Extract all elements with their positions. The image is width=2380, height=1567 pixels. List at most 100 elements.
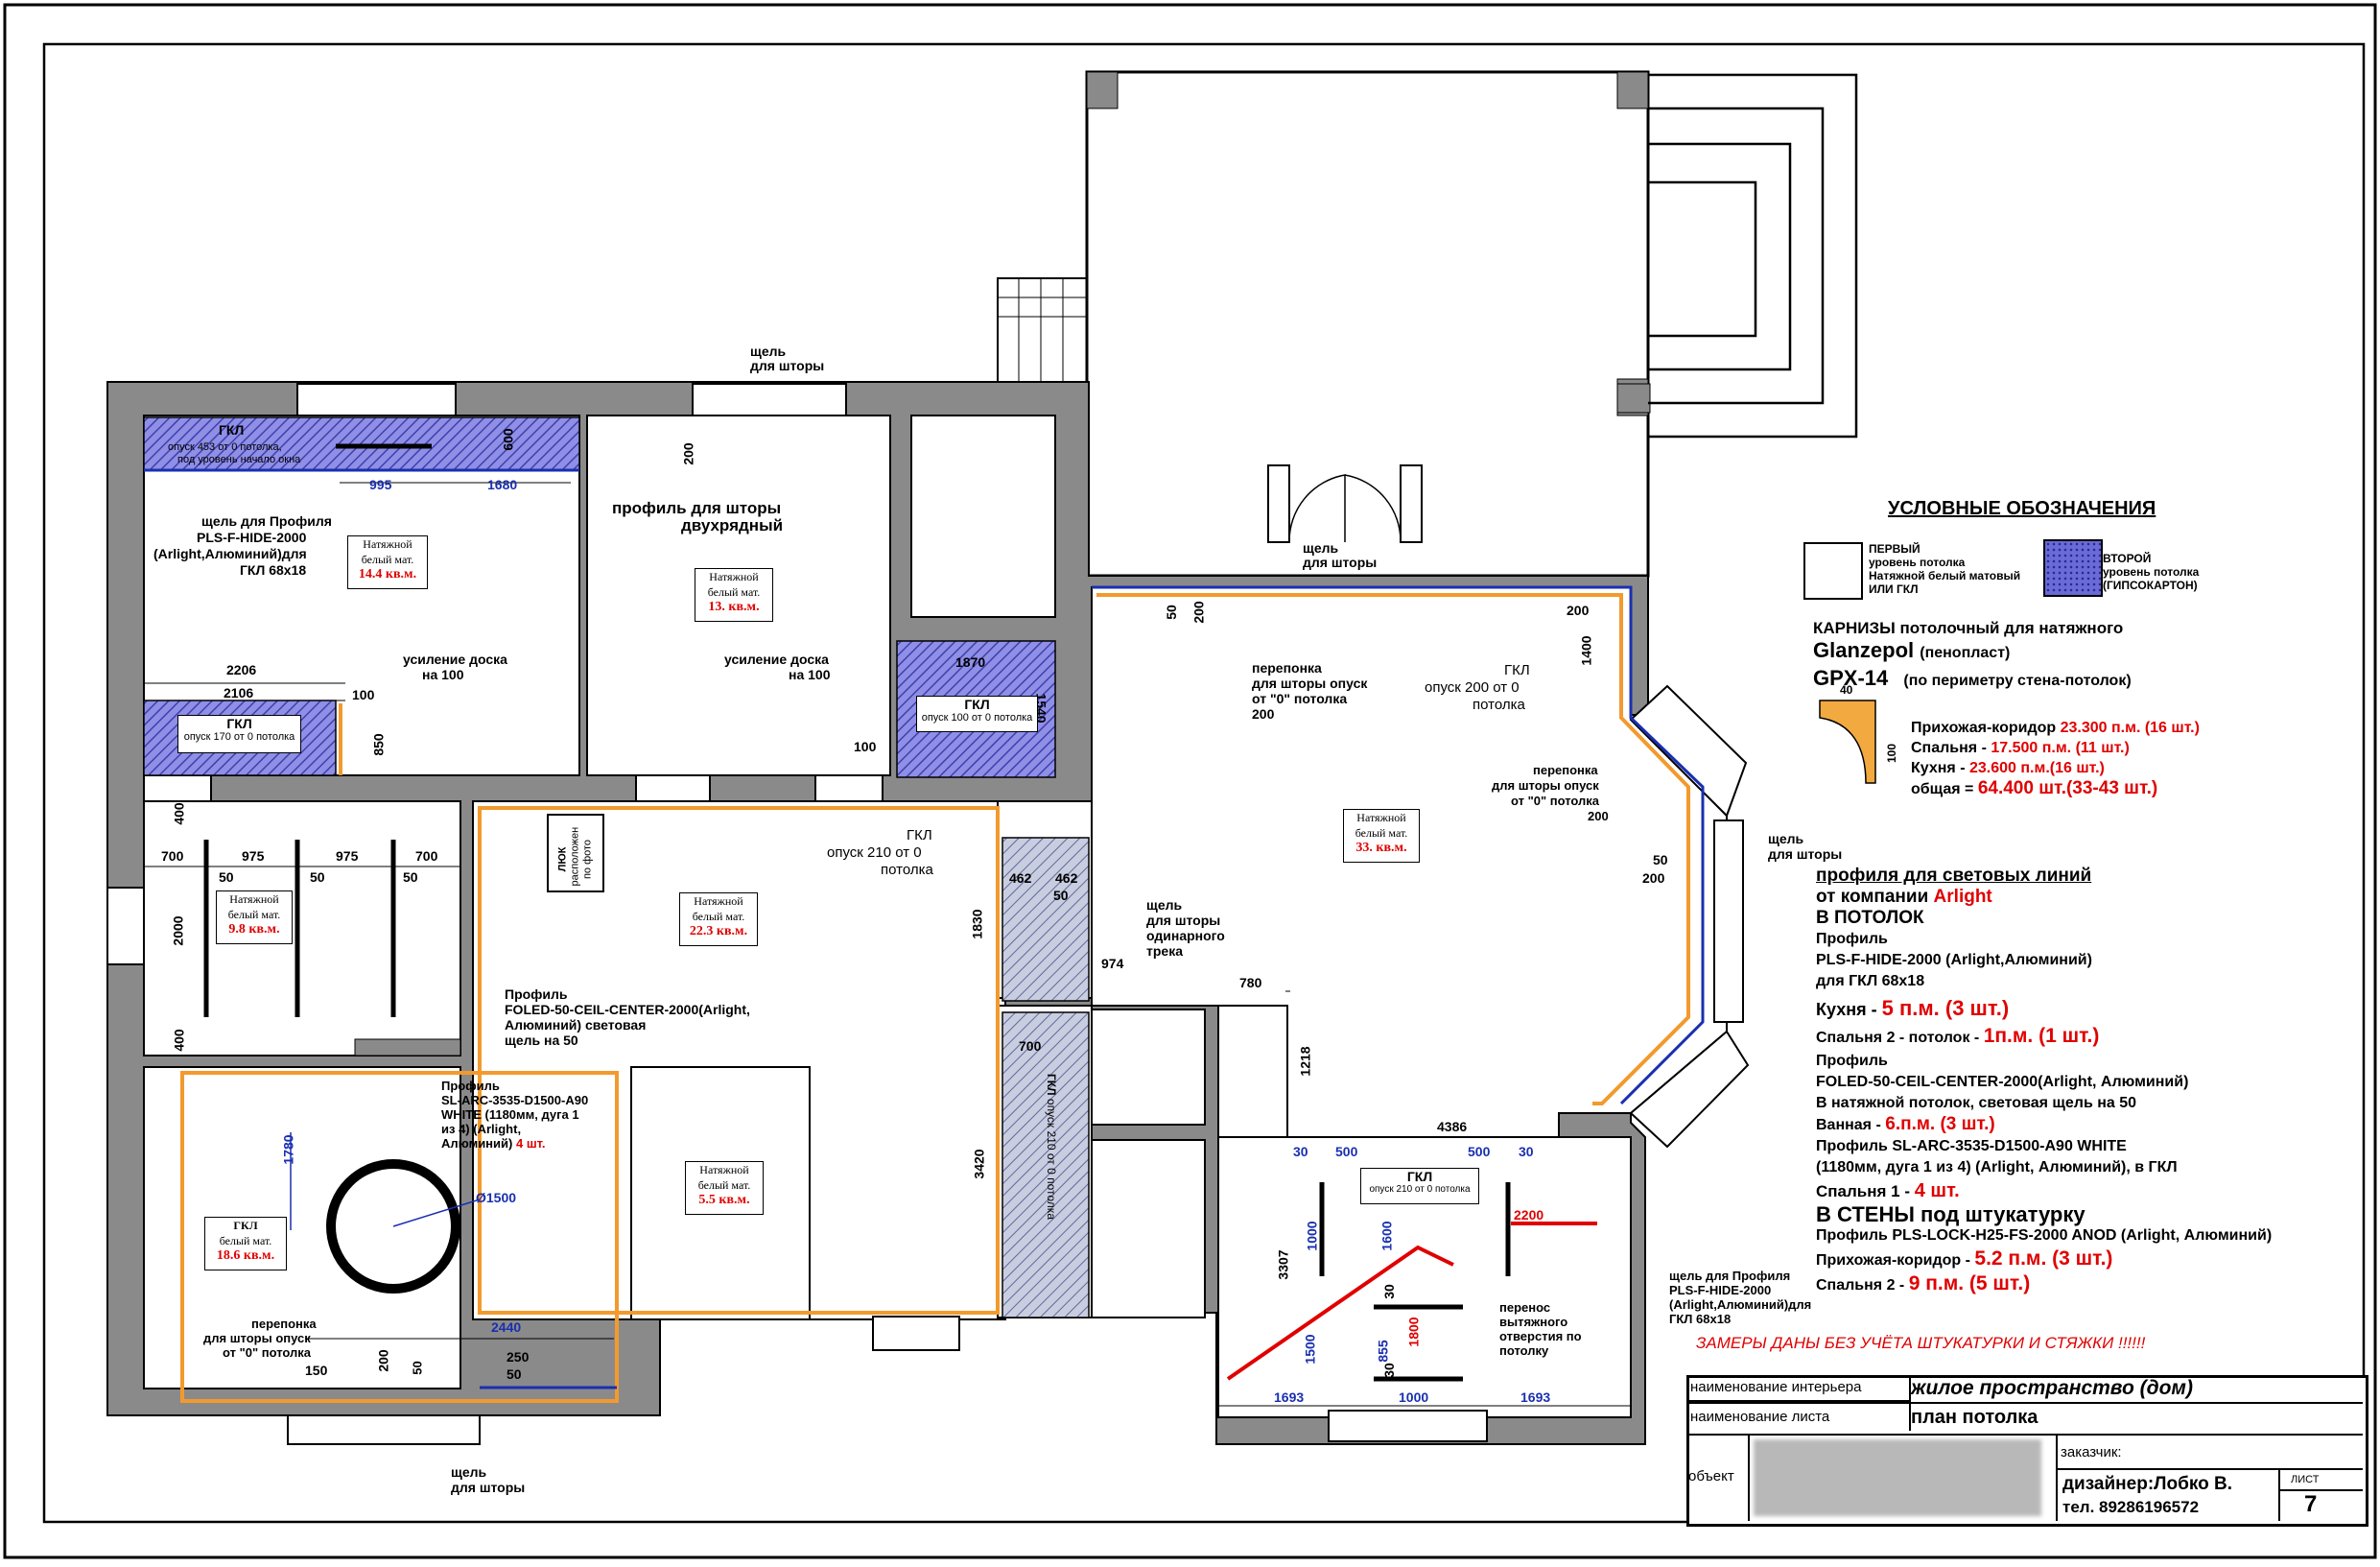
partition-bl-b: для шторы опуск [203,1331,311,1345]
reinforce-label-b: на 100 [422,667,464,682]
vent-c: отверстия по [1499,1329,1582,1343]
slot-curtain-bay-b: для шторы [1768,846,1843,862]
slot-curtain-kitchen-b: для шторы [1303,555,1378,570]
dim-50-k: 50 [1653,852,1668,867]
partition-kitchen2-a: перепонка [1533,763,1598,777]
slot-curtain-bl-b: для шторы [451,1480,526,1495]
single-slot-b: для шторы [1146,913,1221,928]
cornice-model: GPX-14 (по периметру стена-потолок) [1813,666,2132,690]
dim-1000-h: 1000 [1399,1389,1429,1405]
arc-label-c: WHITE (1180мм, дуга 1 [441,1107,579,1122]
profile-hide-b-c: (Arlight,Алюминий)для [1669,1297,1812,1312]
legend-title: УСЛОВНЫЕ ОБОЗНАЧЕНИЯ [1888,498,2156,519]
dim-1218: 1218 [1297,1046,1313,1077]
partition-kitchen2-d: 200 [1588,809,1609,823]
arc-label-d: из 4) (Arlight, [441,1122,522,1136]
gkl-210-a: опуск 210 от 0 [827,844,922,861]
arc-label-e: Алюминий) 4 шт. [441,1136,546,1151]
dim-2206: 2206 [226,662,257,677]
reinforce-2-b: на 100 [789,667,831,682]
curtain-profile-b: двухрядный [681,516,784,534]
dim-200-c: 200 [1567,603,1590,618]
dim-500-a: 500 [1335,1144,1358,1159]
slot-curtain-top-b: для шторы [750,358,825,373]
arc-label-a: Профиль [441,1079,500,1093]
dim-150: 150 [305,1363,328,1378]
dim-700-a: 700 [161,848,184,864]
dim-30-a: 30 [1293,1144,1308,1159]
dim-1780: 1780 [280,1134,296,1165]
measurement-note: ЗАМЕРЫ ДАНЫ БЕЗ УЧЁТА ШТУКАТУРКИ И СТЯЖК… [1696,1334,2146,1352]
dim-50-d: 50 [403,869,418,885]
title-phone: тел. 89286196572 [2062,1498,2200,1516]
title-sheet-no: 7 [2304,1491,2318,1517]
profile-hide-label-d: ГКЛ 68х18 [240,562,307,578]
slot-curtain-bl-a: щель [451,1464,487,1480]
profile-hide-label-c: (Arlight,Алюминий)для [153,546,307,561]
gkl-200-a: опуск 200 от 0 [1425,679,1520,696]
legend-second-swatch [2043,539,2103,597]
partition-kitchen2-c: от "0" потолка [1511,794,1600,808]
dim-1693-b: 1693 [1520,1389,1551,1405]
single-slot-d: трека [1146,943,1183,959]
dim-1800: 1800 [1405,1317,1422,1347]
object-address-blurred [1754,1439,2041,1516]
title-sheet-label: наименование листа [1686,1404,1911,1431]
curtain-profile-a: профиль для шторы [612,499,782,517]
dim-200-d: 200 [375,1349,391,1372]
title-designer: дизайнер:Лобко В. [2062,1474,2232,1494]
title-customer-label: заказчик: [2061,1444,2122,1460]
dim-250: 250 [507,1349,530,1365]
cornice-dim-h: 100 [1885,743,1899,764]
partition-kitchen-d: 200 [1252,706,1275,722]
dim-1000-v: 1000 [1304,1221,1320,1251]
partition-kitchen-a: перепонка [1252,660,1322,676]
gkl-210-vertical: ГКЛ опуск 210 от 0 потолка [1044,1074,1058,1220]
dim-30-b: 30 [1519,1144,1534,1159]
dim-1680: 1680 [487,477,518,492]
vent-a: перенос [1499,1300,1551,1315]
legend-first-swatch [1803,542,1863,600]
dimension-lines [144,482,1631,1407]
upper-terrace [997,70,1858,578]
dim-50-e: 50 [1053,888,1069,903]
slot-curtain-bay-a: щель [1768,831,1804,846]
dim-50-c: 50 [310,869,325,885]
dim-855: 855 [1375,1340,1391,1363]
dim-600: 600 [500,428,516,451]
dim-3420: 3420 [971,1149,987,1179]
outer-frame [3,3,2377,1559]
profile-hide-label-b: PLS-F-HIDE-2000 [197,530,307,545]
dim-975-a: 975 [242,848,265,864]
partition-bl-c: от "0" потолка [223,1345,312,1360]
dim-400-a: 400 [171,802,187,825]
profile-hide-b-d: ГКЛ 68х18 [1669,1312,1732,1326]
cornice-rows: Прихожая-коридор 23.300 п.м. (16 шт.) Сп… [1911,720,2200,798]
dim-50-g: 50 [507,1366,522,1382]
reinforce-label-a: усиление доска [403,652,507,667]
dim-50-f: 50 [410,1361,425,1375]
dim-1693-a: 1693 [1274,1389,1305,1405]
single-slot-a: щель [1146,897,1183,913]
dim-462-a: 462 [1009,870,1032,886]
profile-hide-b-b: PLS-F-HIDE-2000 [1669,1283,1772,1297]
dim-1870: 1870 [955,654,986,670]
title-sheet-value: план потолка [1911,1407,2038,1428]
title-rule-6 [2278,1470,2280,1521]
light-slots [203,443,432,1017]
title-rule-1 [1686,1402,2363,1404]
slot-curtain-top-a: щель [750,344,787,359]
dim-500-b: 500 [1468,1144,1491,1159]
vent-d: потолку [1499,1343,1549,1358]
dim-2000: 2000 [170,915,186,946]
vent-b: вытяжного [1499,1315,1568,1329]
slot-curtain-kitchen-a: щель [1303,540,1339,556]
dim-700-c: 700 [1019,1038,1042,1054]
gkl-top-note-2: под уровень начало окна [177,454,301,465]
